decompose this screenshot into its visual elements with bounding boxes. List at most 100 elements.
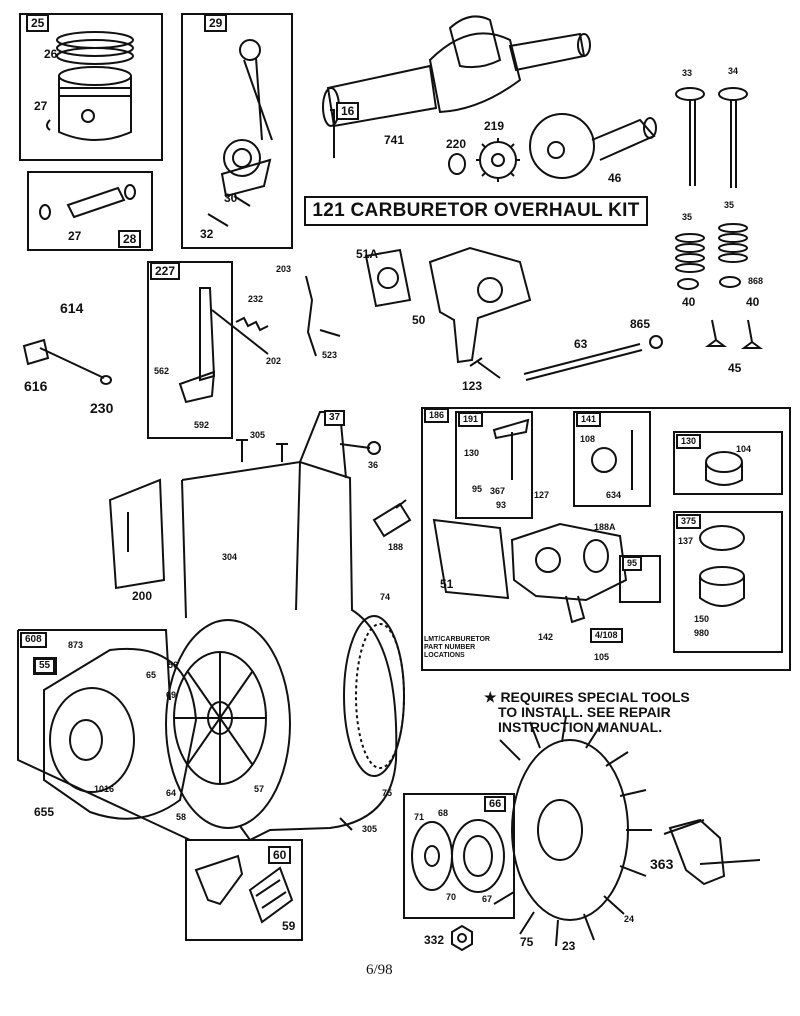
part-label-865: 865 (630, 317, 651, 331)
pulley-71-icon (411, 821, 453, 891)
blower-housing-icon (181, 411, 398, 842)
part-label-27: 27 (34, 99, 48, 113)
part-label-35: 35 (682, 212, 693, 222)
crankshaft-icon (322, 15, 591, 128)
part-label-655: 655 (34, 805, 55, 819)
dog-box-outline (185, 839, 303, 941)
part-label-123: 123 (462, 379, 483, 393)
carburetor-box-outline (421, 407, 791, 671)
screw-305-icon (236, 439, 353, 831)
starter-dog-icon (194, 854, 294, 924)
part-label-59: 59 (282, 919, 296, 933)
part-label-27: 27 (68, 229, 82, 243)
piston-pin-box-outline (27, 171, 153, 251)
part-label-150: 150 (694, 614, 710, 624)
part-label-142: 142 (538, 632, 554, 642)
part-label-69: 69 (166, 690, 177, 700)
tappet-icon (705, 319, 763, 349)
part-label-58: 58 (176, 812, 187, 822)
box-number-55: 55 (34, 658, 56, 674)
part-label-36: 36 (368, 460, 379, 470)
part-label-523: 523 (322, 350, 338, 360)
box-number-186: 186 (424, 408, 450, 423)
part-label-188a: 188A (594, 522, 616, 532)
part-label-30: 30 (224, 191, 238, 205)
part-label-200: 200 (132, 589, 153, 603)
part-label-363: 363 (650, 856, 674, 872)
part-label-108: 108 (580, 434, 596, 444)
box-number-66: 66 (484, 796, 507, 812)
part-label-93: 93 (496, 500, 507, 510)
box-number-4-108: 4/108 (590, 628, 623, 643)
valve-spring-icon (675, 223, 748, 290)
float-bowl-icon (699, 525, 745, 607)
part-label-203: 203 (276, 264, 292, 274)
screw-36-icon (339, 441, 381, 455)
piston-rings-icon (56, 31, 134, 65)
part-label-67: 67 (482, 894, 493, 904)
page-date-footer: 6/98 (366, 962, 393, 978)
connecting-rod-icon (207, 39, 273, 227)
note-line: TO INSTALL. SEE REPAIR (498, 704, 671, 720)
clutch-67-icon (451, 819, 505, 893)
part-label-64: 64 (166, 788, 177, 798)
part-label-220: 220 (446, 137, 467, 151)
part-label-741: 741 (384, 133, 405, 147)
part-label-616: 616 (24, 378, 48, 394)
location-note-line: PART NUMBER (424, 644, 476, 651)
camshaft-icon (529, 113, 657, 179)
part-label-24: 24 (624, 914, 635, 924)
part-label-71: 71 (414, 812, 425, 822)
part-label-304: 304 (222, 552, 238, 562)
part-label-33: 33 (682, 68, 693, 78)
piston-pin-icon (39, 184, 136, 220)
part-label-130: 130 (464, 448, 480, 458)
box-number-16: 16 (336, 102, 360, 120)
piston-box-outline (19, 13, 163, 161)
part-label-367: 367 (490, 486, 506, 496)
part-label-127: 127 (534, 490, 550, 500)
part-label-46: 46 (608, 171, 622, 185)
gasket-51-icon (432, 518, 510, 600)
part-label-614: 614 (60, 300, 84, 316)
part-label-332: 332 (424, 933, 445, 947)
governor-lever-icon (178, 275, 341, 404)
part-label-202: 202 (266, 356, 282, 366)
box-number-95: 95 (622, 556, 643, 571)
part-label-104: 104 (736, 444, 752, 454)
part-label-868: 868 (748, 276, 764, 286)
part-label-74: 74 (380, 592, 391, 602)
box-number-375: 375 (676, 514, 702, 529)
bolt-123-icon (469, 357, 501, 379)
part-label-95: 95 (472, 484, 483, 494)
part-label-634: 634 (606, 490, 622, 500)
part-label-305: 305 (250, 430, 266, 440)
part-label-232: 232 (248, 294, 264, 304)
box-375-outline (673, 511, 783, 653)
intake-50-icon (428, 246, 532, 364)
box-number-28: 28 (118, 230, 142, 248)
part-label-75: 75 (520, 935, 534, 949)
gasket-51a-icon (364, 248, 412, 308)
clip-icon (46, 119, 51, 131)
part-label-980: 980 (694, 628, 710, 638)
part-label-45: 45 (728, 361, 742, 375)
connecting-rod-box-outline (181, 13, 293, 249)
box-130-outline (673, 431, 783, 495)
primer-108-icon (591, 430, 633, 490)
part-label-105: 105 (594, 652, 610, 662)
carburetor-body-icon (510, 522, 628, 624)
part-label-592: 592 (194, 420, 210, 430)
stud-63-icon (523, 335, 663, 381)
part-label-34: 34 (728, 66, 739, 76)
nut-332-icon (451, 924, 473, 952)
part-label-65: 65 (146, 670, 157, 680)
box-number-130: 130 (676, 434, 702, 449)
part-label-23: 23 (562, 939, 576, 953)
note-line: ★ REQUIRES SPECIAL TOOLS (484, 689, 690, 705)
part-label-32: 32 (200, 227, 214, 241)
part-label-1016: 1016 (94, 784, 115, 794)
location-note-line: LMT/CARBURETOR (424, 636, 490, 643)
